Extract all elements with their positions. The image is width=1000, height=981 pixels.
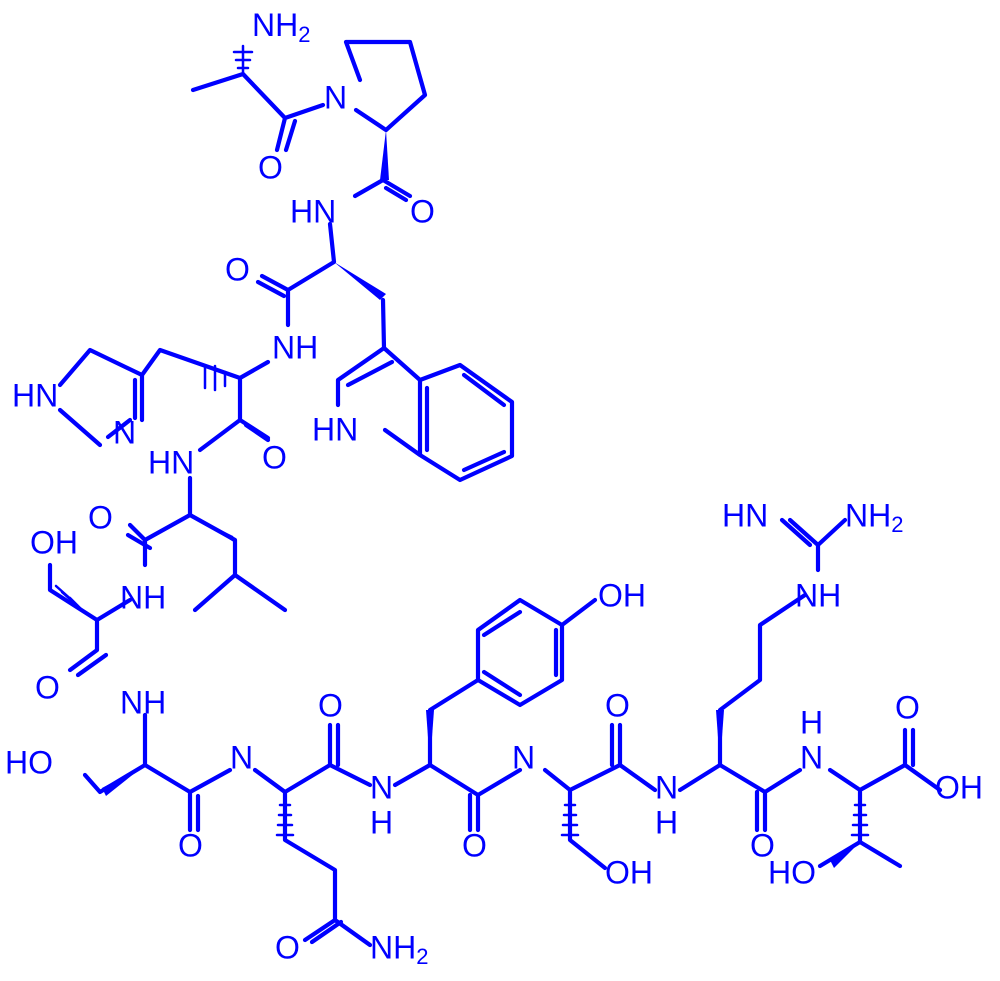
tyr-n-label: N: [370, 769, 393, 805]
his-o-label: O: [262, 439, 287, 475]
ser3-o-label: O: [605, 687, 630, 723]
atom-labels: NH2 N O O HN O NH HN N HN O HN O OH NH O…: [5, 7, 983, 968]
ser3-n-label: N: [512, 739, 535, 775]
trp-indole-hn-label: HN: [312, 411, 358, 447]
thr-bonds: [817, 727, 943, 869]
gln-amide-nh2-label: NH2: [370, 929, 428, 968]
arg-o-label: O: [750, 827, 775, 863]
arg-bonds: [677, 517, 848, 833]
his-hash: [203, 364, 227, 392]
leu-wedge: [190, 515, 237, 544]
tyr-o-label: O: [462, 827, 487, 863]
his-backbone-bonds: [197, 359, 271, 453]
thr-acid-o-label: O: [895, 689, 920, 725]
ser3-bonds: [542, 722, 658, 871]
gln-hash: [275, 803, 295, 837]
leu-bonds: [125, 475, 288, 613]
pro-o-label: O: [410, 193, 435, 229]
ser2-bonds: [82, 712, 233, 833]
pro-ring-bonds: [343, 39, 428, 133]
ser3-oh-label: OH: [605, 854, 653, 890]
ser1-oh-label: OH: [30, 524, 78, 560]
trp-backbone-bonds: [255, 221, 337, 328]
arg-nh-h-label: H: [655, 804, 678, 840]
his-imidazole-bonds: [57, 347, 243, 448]
stereo-wedges: [54, 44, 870, 868]
thr-nh-h-label: H: [800, 704, 823, 740]
thr-acid-oh-label: OH: [935, 769, 983, 805]
bond-lines: [47, 39, 943, 948]
gln-n-label: N: [230, 739, 253, 775]
tyr-bonds: [392, 597, 598, 833]
arg-n-label: N: [655, 769, 678, 805]
gln-bonds: [252, 722, 373, 948]
his-ring-n-label: N: [113, 414, 136, 450]
ser1-o-label: O: [35, 669, 60, 705]
arg-guan-nh-label: NH: [795, 577, 841, 613]
ser1-bonds: [47, 537, 148, 678]
tyr-nh-h-label: H: [370, 804, 393, 840]
his-nh-label: NH: [272, 329, 318, 365]
tyr-oh-label: OH: [598, 577, 646, 613]
thr-n-label: N: [800, 739, 823, 775]
n-terminal-nh2-label: NH2: [252, 7, 310, 46]
leu-o-label: O: [88, 499, 113, 535]
arg-guan-nh2-label: NH2: [845, 497, 903, 536]
arg-guan-hn-label: HN: [722, 497, 768, 533]
ser3-hash: [560, 803, 580, 837]
pro-wedge: [380, 130, 389, 180]
gln-amide-o-label: O: [275, 929, 300, 965]
pro-n-label: N: [324, 79, 347, 115]
trp-indole-bonds: [335, 297, 515, 483]
ser2-ho-label: HO: [5, 744, 53, 780]
ser1-hash: [54, 584, 84, 612]
ala-o-label: O: [258, 149, 283, 185]
pro-carbonyl-bonds: [352, 177, 413, 203]
thr-side-wedge: [830, 842, 860, 868]
ala-bonds: [190, 71, 326, 153]
ser2-nh-label: NH: [120, 684, 166, 720]
thr-hash: [850, 803, 870, 837]
leu-hn-label: HN: [148, 444, 194, 480]
gln-o-label: O: [318, 687, 343, 723]
ser2-wedge: [102, 765, 145, 796]
ala-hash: [232, 44, 254, 76]
ser2-o-label: O: [178, 827, 203, 863]
trp-wedge: [334, 262, 386, 300]
trp-hn-label: HN: [290, 193, 336, 229]
trp-o-label: O: [225, 251, 250, 287]
tyr-wedge: [426, 710, 434, 765]
arg-wedge: [716, 710, 724, 765]
his-ring-hn-label: HN: [12, 377, 58, 413]
ser1-nh-label: NH: [120, 579, 166, 615]
thr-ho-label: HO: [768, 854, 816, 890]
